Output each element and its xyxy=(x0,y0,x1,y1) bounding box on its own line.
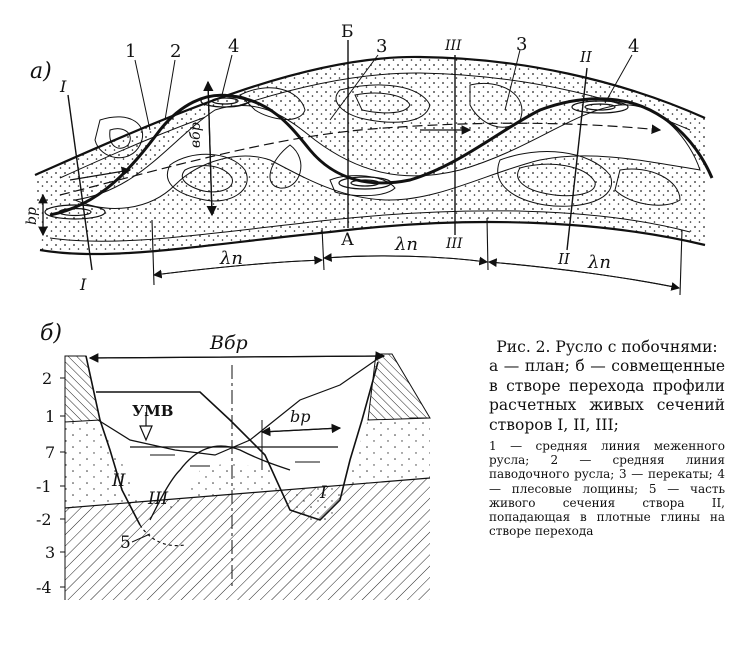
note-5-leader xyxy=(131,533,151,543)
depth-tick-m1: -1 xyxy=(36,477,52,496)
profile-curve-I-label: I xyxy=(319,483,327,503)
width-arrow-top xyxy=(203,80,214,216)
section-curve-II-top xyxy=(96,361,379,521)
depth-tick-2: 2 xyxy=(42,369,52,388)
lambda-label-2: λп xyxy=(394,234,418,255)
section-B-label: Б xyxy=(341,22,354,42)
caption-legend: 1 — средняя линия меженного русла; 2 — с… xyxy=(489,439,725,539)
profile-panel: 2 1 7 -1 -2 3 -4 Вбр УМВ bр II III I xyxy=(36,321,431,600)
section-A-label: А xyxy=(341,230,354,250)
lambda-label-3: λп xyxy=(587,252,611,273)
profile-panel-label: б) xyxy=(40,321,62,346)
figure-caption: Рис. 2. Русло с побочнями: а — план; б —… xyxy=(489,338,725,538)
depth-tick-m4: -4 xyxy=(36,578,52,597)
left-bank-block xyxy=(64,355,101,423)
depth-ticks xyxy=(60,377,65,588)
umv-marker xyxy=(139,425,153,442)
umv-label: УМВ xyxy=(132,402,173,420)
profile-width-label: Вбр xyxy=(209,332,248,354)
section-III-top: III xyxy=(444,38,462,54)
profile-bp-arrow-rev xyxy=(260,426,341,437)
depth-tick-1: 1 xyxy=(45,407,55,426)
leaders xyxy=(134,49,633,131)
thalweg-line xyxy=(49,93,714,217)
channel-zone xyxy=(73,104,701,209)
profile-width-arrow-rev xyxy=(88,353,385,363)
depth-tick-0: 7 xyxy=(45,443,55,462)
plan-bp-label: bр xyxy=(24,207,40,225)
plan-panel-label: а) xyxy=(30,59,52,84)
section-curve-II xyxy=(85,355,141,526)
river-band xyxy=(35,56,705,255)
caption-text: а — план; б — совмещенные в створе перех… xyxy=(489,357,725,434)
left-bank-line xyxy=(34,55,706,177)
section-line-II xyxy=(566,67,588,251)
sand-fill xyxy=(65,418,430,520)
lambda-dimensions xyxy=(151,217,683,296)
plan-width-label: вбр xyxy=(188,122,204,148)
section-II-bottom: II xyxy=(557,250,571,268)
section-line-I xyxy=(67,94,93,271)
section-I-bottom: I xyxy=(79,275,87,294)
profile-curve-II-label: II xyxy=(111,471,126,491)
lambda-label-1: λп xyxy=(219,248,243,269)
section-I-top: I xyxy=(59,77,67,96)
profile-bp-label: bр xyxy=(290,407,310,426)
depth-tick-m3: 3 xyxy=(45,543,55,562)
pools xyxy=(44,94,629,220)
num-1: 1 xyxy=(125,41,136,62)
num-2: 2 xyxy=(170,41,181,62)
section-III-bottom: III xyxy=(445,236,463,252)
contours xyxy=(94,83,681,207)
num-4-right: 4 xyxy=(628,36,639,57)
right-bank-line xyxy=(39,220,706,256)
section-II-top: II xyxy=(579,48,593,66)
num-4-left: 4 xyxy=(228,36,239,57)
flood-centerline xyxy=(59,122,662,196)
profile-curve-III-label: III xyxy=(147,489,168,509)
caption-title: Рис. 2. Русло с побочнями: xyxy=(496,338,718,356)
depth-tick-m2: -2 xyxy=(36,510,52,529)
inner-bank-line-bottom xyxy=(49,210,691,242)
section-curve-III xyxy=(149,445,291,521)
plan-panel: а) 1 2 4 3 3 4 I I Б А III III II II вбр… xyxy=(24,22,714,296)
num-3-mid: 3 xyxy=(376,36,387,57)
num-3-right: 3 xyxy=(516,34,527,55)
section-curve-5 xyxy=(139,524,186,547)
profile-note-5: 5 xyxy=(120,533,131,553)
